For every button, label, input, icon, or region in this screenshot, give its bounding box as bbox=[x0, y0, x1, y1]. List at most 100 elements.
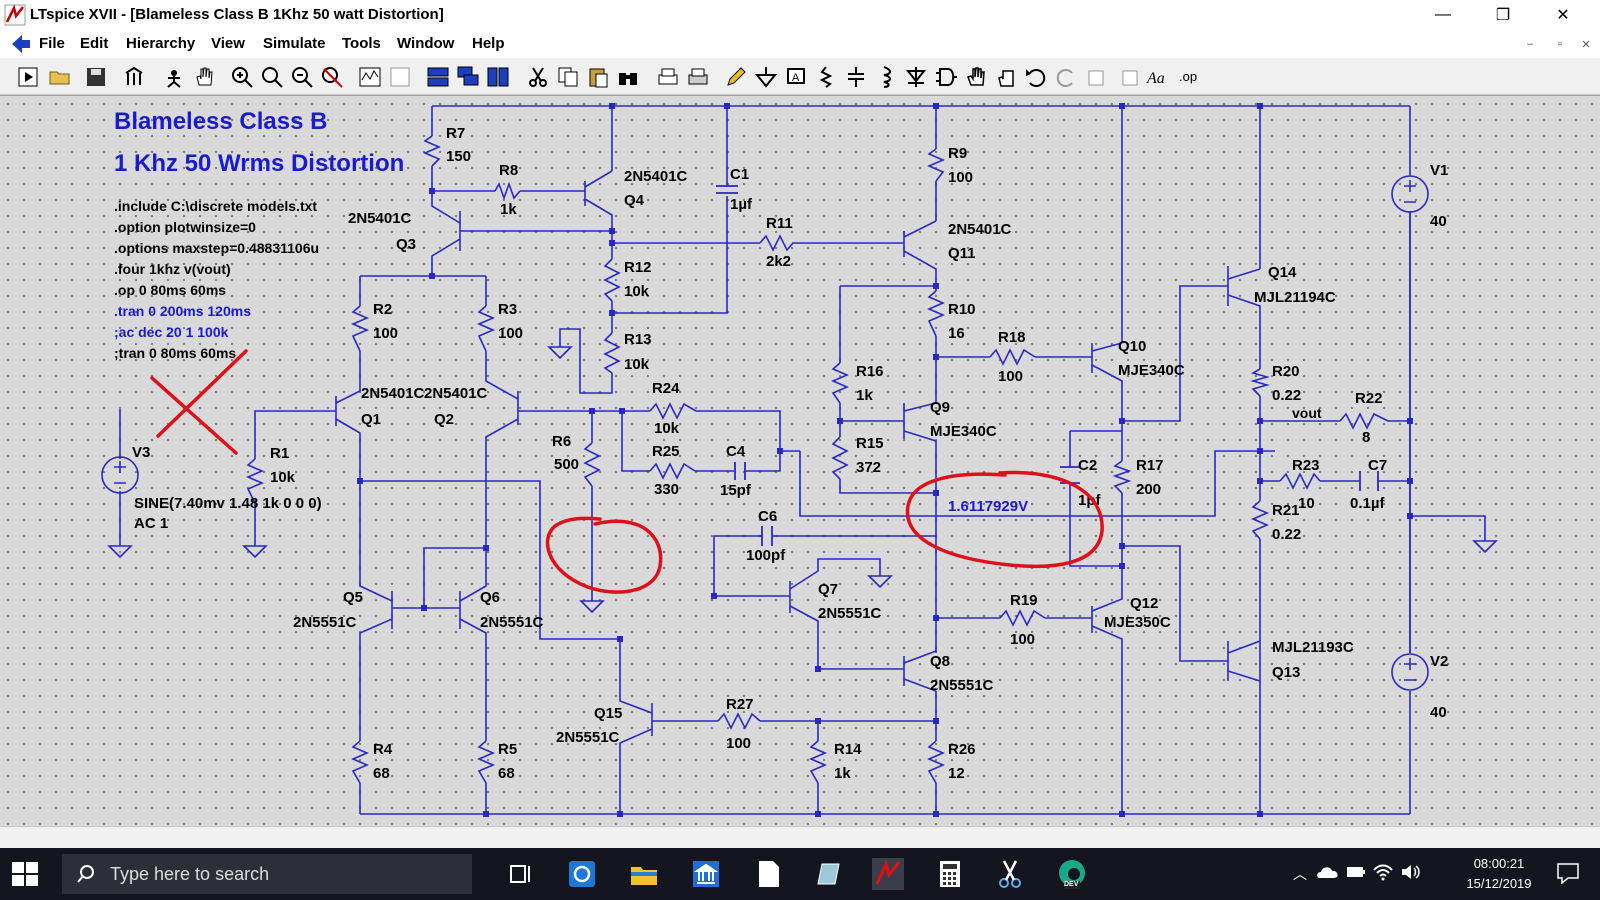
drag-hand-icon[interactable] bbox=[994, 65, 1018, 89]
document-app-icon[interactable] bbox=[752, 858, 784, 890]
voltage-sources[interactable] bbox=[101, 175, 1429, 691]
label-q9-value: MJE340C bbox=[930, 423, 997, 440]
cascade-windows-icon[interactable] bbox=[456, 65, 480, 89]
notifications-icon[interactable] bbox=[1556, 862, 1580, 884]
component-icon[interactable] bbox=[934, 65, 958, 89]
label-v3-sine[interactable]: SINE(7.40mv 1.48 1k 0 0 0) bbox=[134, 495, 322, 512]
task-view-icon[interactable] bbox=[505, 858, 537, 890]
sync-app-icon[interactable] bbox=[566, 858, 598, 890]
zoom-cancel-icon[interactable] bbox=[320, 65, 344, 89]
label-r4-name: R4 bbox=[373, 741, 393, 758]
ground-symbol-icon[interactable] bbox=[754, 65, 778, 89]
resistor-icon[interactable] bbox=[814, 65, 838, 89]
show-hidden-icons-chevron[interactable]: ︿ bbox=[1293, 866, 1307, 882]
spice-directives[interactable]: .include C:\discrete models.txt .option … bbox=[114, 198, 319, 298]
cut-icon[interactable] bbox=[526, 65, 550, 89]
file-explorer-icon[interactable] bbox=[628, 858, 660, 890]
battery-icon[interactable] bbox=[1346, 864, 1366, 880]
zoom-fit-icon[interactable] bbox=[260, 65, 284, 89]
directive-tran-long: .tran 0 200ms 120ms bbox=[114, 303, 251, 319]
doc-restore-button[interactable]: ▫ bbox=[1558, 38, 1562, 50]
volume-icon[interactable] bbox=[1400, 862, 1422, 882]
save-icon[interactable] bbox=[84, 65, 108, 89]
ltspice-taskbar-icon[interactable] bbox=[872, 858, 904, 890]
rotate-icon[interactable] bbox=[1086, 65, 1110, 89]
calculator-icon[interactable] bbox=[934, 858, 966, 890]
taskbar-clock[interactable]: 08:00:21 15/12/2019 bbox=[1454, 854, 1544, 894]
windows-start-icon[interactable] bbox=[10, 860, 40, 888]
resistor-r8 bbox=[494, 181, 521, 201]
mirror-icon[interactable] bbox=[1116, 65, 1140, 89]
menu-help[interactable]: Help bbox=[472, 35, 505, 52]
doc-close-button[interactable]: ✕ bbox=[1581, 38, 1591, 51]
inductor-icon[interactable] bbox=[874, 65, 898, 89]
run-icon[interactable] bbox=[16, 65, 40, 89]
toolbar: A Aa .op bbox=[0, 58, 1600, 95]
ltspice-app-icon[interactable] bbox=[4, 4, 26, 26]
label-v3-name[interactable]: V3 bbox=[132, 444, 150, 461]
resistor-r2 bbox=[350, 305, 370, 352]
zoom-in-icon[interactable] bbox=[230, 65, 254, 89]
net-label-vout[interactable]: vout bbox=[1292, 405, 1322, 421]
label-q15-name: Q15 bbox=[594, 705, 622, 722]
label-r21-name: R21 bbox=[1272, 502, 1300, 519]
menu-file[interactable]: File bbox=[39, 35, 65, 52]
net-label-icon[interactable]: A bbox=[784, 65, 808, 89]
capacitors[interactable] bbox=[716, 185, 1379, 546]
window-title: LTspice XVII - [Blameless Class B 1Khz 5… bbox=[30, 6, 444, 23]
halt-icon[interactable] bbox=[162, 65, 186, 89]
draw-wire-pencil-icon[interactable] bbox=[724, 65, 748, 89]
label-r9-name: R9 bbox=[948, 145, 967, 162]
bank-app-icon[interactable] bbox=[690, 858, 722, 890]
resistor-r13 bbox=[603, 332, 621, 374]
capacitor-icon[interactable] bbox=[844, 65, 868, 89]
notes-app-icon[interactable] bbox=[812, 858, 844, 890]
schematic-canvas[interactable]: Blameless Class B 1 Khz 50 Wrms Distorti… bbox=[0, 95, 1600, 826]
control-panel-icon[interactable] bbox=[122, 65, 146, 89]
netlist-icon[interactable] bbox=[388, 65, 412, 89]
taskbar-search-box[interactable]: Type here to search bbox=[62, 854, 472, 894]
undo-icon[interactable] bbox=[1024, 65, 1048, 89]
commented-directives[interactable]: .tran 0 200ms 120ms ;ac dec 20 1 100k ;t… bbox=[114, 303, 251, 361]
copy-icon[interactable] bbox=[556, 65, 580, 89]
paste-icon[interactable] bbox=[586, 65, 610, 89]
doc-minimize-button[interactable]: – bbox=[1526, 38, 1534, 50]
label-r20-value: 0.22 bbox=[1272, 387, 1301, 404]
move-hand-icon[interactable] bbox=[964, 65, 988, 89]
pan-hand-icon[interactable] bbox=[192, 65, 216, 89]
text-icon[interactable]: Aa bbox=[1146, 65, 1170, 89]
tile-horizontal-icon[interactable] bbox=[426, 65, 450, 89]
red-annotations bbox=[150, 349, 1104, 594]
diode-icon[interactable] bbox=[904, 65, 928, 89]
edge-dev-icon[interactable] bbox=[1056, 858, 1088, 890]
label-c1-name: C1 bbox=[730, 166, 749, 183]
menu-tools[interactable]: Tools bbox=[342, 35, 381, 52]
minimize-button[interactable]: — bbox=[1435, 6, 1451, 23]
redo-icon[interactable] bbox=[1054, 65, 1078, 89]
menu-edit[interactable]: Edit bbox=[80, 35, 109, 52]
label-r5-value: 68 bbox=[498, 765, 515, 782]
print-icon[interactable] bbox=[656, 65, 680, 89]
menu-window[interactable]: Window bbox=[397, 35, 455, 52]
menu-hierarchy[interactable]: Hierarchy bbox=[126, 35, 196, 52]
label-v3-ac[interactable]: AC 1 bbox=[134, 515, 168, 532]
find-binoculars-icon[interactable] bbox=[616, 65, 640, 89]
label-q8-name: Q8 bbox=[930, 653, 950, 670]
open-folder-icon[interactable] bbox=[48, 65, 72, 89]
snipping-tool-icon[interactable] bbox=[994, 858, 1026, 890]
component-labels[interactable]: R7 150 R8 1k 2N5401C Q4 C1 1µf R9 100 V1… bbox=[270, 125, 1448, 782]
menu-view[interactable]: View bbox=[211, 35, 245, 52]
resistor-r25 bbox=[649, 462, 696, 480]
menu-simulate[interactable]: Simulate bbox=[263, 35, 326, 52]
maximize-button[interactable]: ❐ bbox=[1495, 7, 1511, 24]
onedrive-cloud-icon[interactable] bbox=[1316, 862, 1340, 882]
close-button[interactable]: ✕ bbox=[1556, 7, 1570, 24]
spice-directive-icon[interactable]: .op bbox=[1178, 65, 1202, 89]
resistors[interactable] bbox=[245, 135, 1389, 784]
zoom-out-icon[interactable] bbox=[290, 65, 314, 89]
waveform-view-icon[interactable] bbox=[358, 65, 382, 89]
print-preview-icon[interactable] bbox=[686, 65, 710, 89]
tile-vertical-icon[interactable] bbox=[486, 65, 510, 89]
wifi-icon[interactable] bbox=[1372, 862, 1394, 882]
schematic-doc-icon[interactable] bbox=[8, 32, 34, 56]
